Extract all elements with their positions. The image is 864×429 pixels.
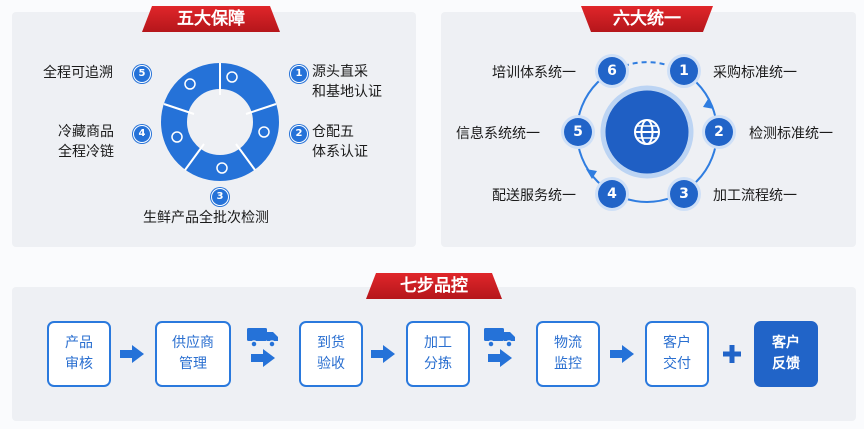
arrow-right-icon xyxy=(610,345,634,363)
arrow-right-icon xyxy=(488,349,512,367)
guarantee-label-1: 源头直采 和基地认证 xyxy=(312,64,382,100)
unify-label-5: 信息系统统一 xyxy=(456,126,540,142)
arrow-right-icon xyxy=(371,345,395,363)
step-arrival-inspection: 到货 验收 xyxy=(299,321,363,387)
step-customer-feedback: 客户 反馈 xyxy=(754,321,818,387)
six-unifications-panel: 六大统一 1 采购标准统一 2 检测标准统一 3 加工流程统一 4 配送服务统一… xyxy=(441,12,856,247)
five-guarantees-panel: 五大保障 1 源头直采 和基地认证 2 仓配五 体系认证 3 生鲜产品全批次检测… xyxy=(12,12,416,247)
six-unifications-title: 六大统一 xyxy=(581,6,713,32)
delivery-truck-icon xyxy=(247,328,278,348)
guarantee-label-4: 冷藏商品 全程冷链 xyxy=(58,124,114,160)
guarantee-label-5: 全程可追溯 xyxy=(43,65,113,81)
seven-steps-title: 七步品控 xyxy=(366,273,502,299)
plus-icon xyxy=(723,345,741,363)
five-guarantees-title: 五大保障 xyxy=(142,6,280,32)
guarantee-label-3: 生鲜产品全批次检测 xyxy=(143,210,269,226)
seven-steps-panel: 七步品控 产品 审核 供应商 管理 到货 验收 加工 分拣 物流 监控 客户 交… xyxy=(12,287,856,421)
guarantee-number-1: 1 xyxy=(290,65,308,83)
unify-label-1: 采购标准统一 xyxy=(713,65,797,81)
guarantee-number-4: 4 xyxy=(133,125,151,143)
unify-node-3: 3 xyxy=(670,180,698,208)
unify-label-4: 配送服务统一 xyxy=(492,188,576,204)
step-logistics-monitoring: 物流 监控 xyxy=(536,321,600,387)
puzzle-ring xyxy=(161,63,279,181)
step-product-review: 产品 审核 xyxy=(47,321,111,387)
unify-node-2: 2 xyxy=(705,118,733,146)
unify-node-6: 6 xyxy=(598,57,626,85)
unify-label-3: 加工流程统一 xyxy=(713,188,797,204)
step-supplier-management: 供应商 管理 xyxy=(155,321,231,387)
guarantee-number-5: 5 xyxy=(133,65,151,83)
delivery-truck-icon xyxy=(484,328,515,348)
guarantee-number-2: 2 xyxy=(290,125,308,143)
guarantee-label-2: 仓配五 体系认证 xyxy=(312,124,368,160)
guarantee-number-3: 3 xyxy=(211,188,229,206)
unify-node-4: 4 xyxy=(598,180,626,208)
unify-label-2: 检测标准统一 xyxy=(749,126,833,142)
arrow-right-icon xyxy=(251,349,275,367)
unify-node-5: 5 xyxy=(564,118,592,146)
unify-node-1: 1 xyxy=(670,57,698,85)
globe-icon xyxy=(634,119,660,145)
step-customer-delivery: 客户 交付 xyxy=(645,321,709,387)
step-processing-sorting: 加工 分拣 xyxy=(406,321,470,387)
arrow-right-icon xyxy=(120,345,144,363)
unify-label-6: 培训体系统一 xyxy=(492,65,576,81)
